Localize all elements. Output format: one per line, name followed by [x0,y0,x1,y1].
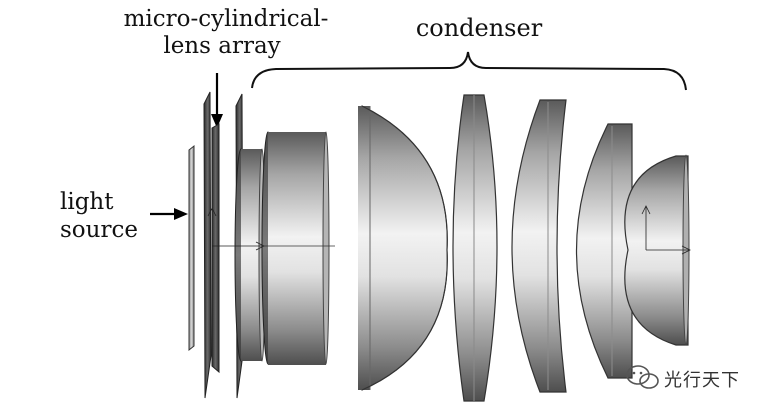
condenser-brace [251,51,687,91]
wechat-icon [626,365,659,389]
micro-lens-array-label-line2: lens array [163,33,281,59]
micro-lens-arrow [211,73,223,128]
light-source-arrow [150,208,188,220]
light-source-plate [188,144,195,352]
light-source-label-line2: source [60,217,138,243]
light-source-label-line1: light [60,189,114,215]
condenser-lens-4 [452,94,498,402]
condenser-label: condenser [415,14,543,42]
condenser-lens-2 [261,131,330,365]
micro-lens-array-label-line1: micro-cylindrical- [123,6,329,32]
watermark-text: 光行天下 [664,370,740,391]
micro-lens-array-plate-1 [203,91,212,399]
condenser-lens-6 [576,123,633,379]
condenser-lens-5 [511,99,567,393]
condenser-lens-1 [234,148,266,362]
condenser-lens-3 [358,105,448,391]
axis-marker-right [641,205,691,255]
micro-lens-array-plate-2 [211,123,220,374]
